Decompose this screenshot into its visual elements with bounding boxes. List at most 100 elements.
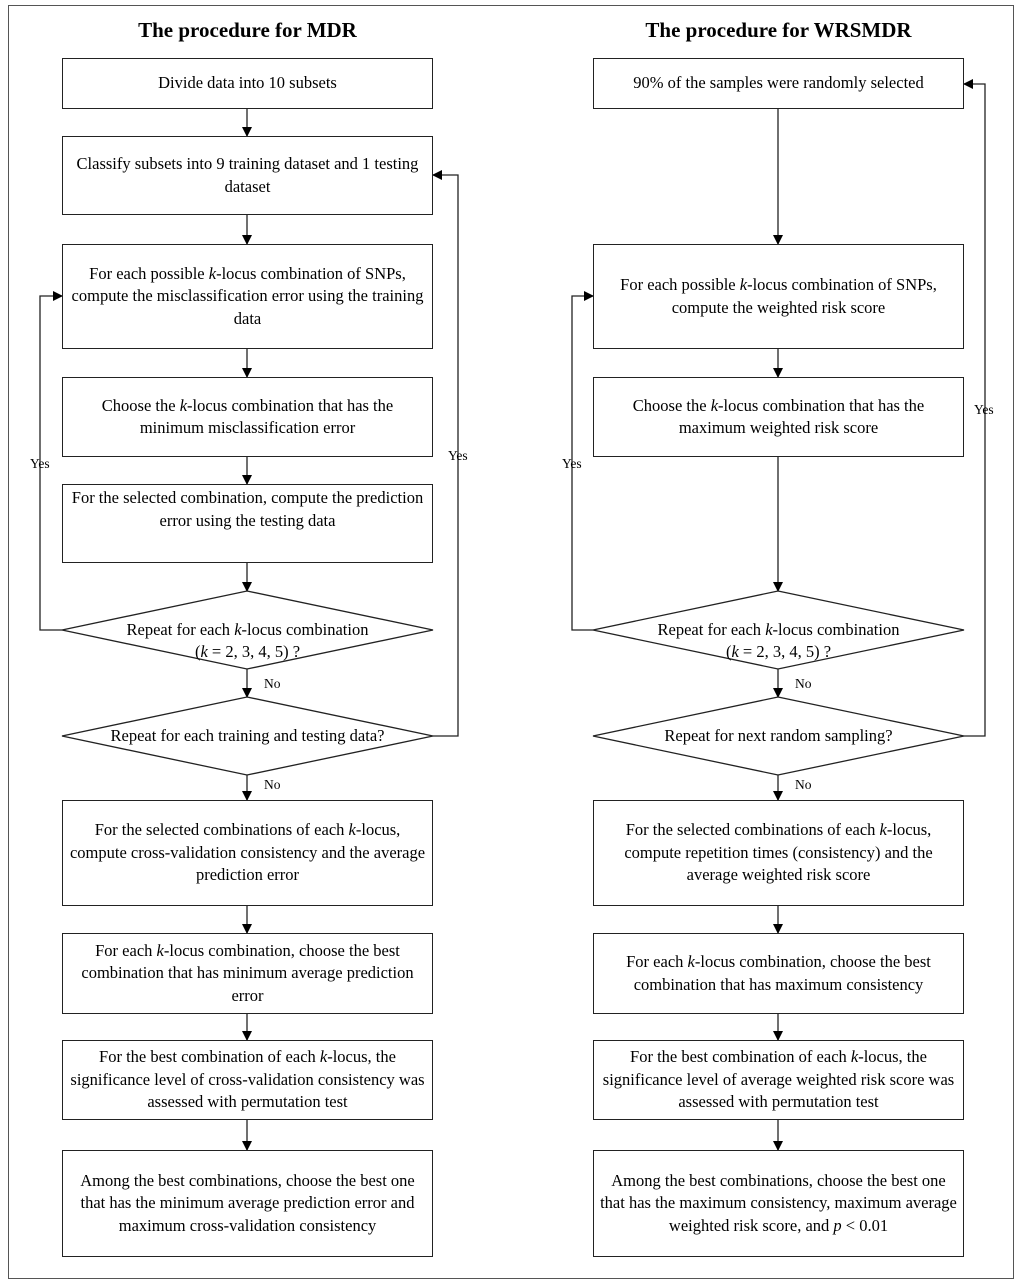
mdr-decision-1-part-d: = 2, 3, 4, 5) ? <box>207 642 301 661</box>
mdr-decision-1-k2: k <box>200 642 208 661</box>
figure-frame <box>8 5 1014 1279</box>
mdr-step-6-part-a: For the selected combinations of each <box>94 820 349 840</box>
mdr-step-3-part-b: -locus combination of SNPs, compute the … <box>71 263 424 328</box>
wrs-step-4-text: For the selected combinations of each k-… <box>600 819 957 887</box>
mdr-step-divide-data: Divide data into 10 subsets <box>62 58 433 109</box>
wrs-step-4-part-a: For the selected combinations of each <box>625 820 880 840</box>
mdr-step-choose-combination: Choose the k-locus combination that has … <box>62 377 433 457</box>
mdr-loop-inner <box>39 291 63 631</box>
wrs-decision-2-shape <box>592 696 965 776</box>
mdr-step-final-choice: Among the best combinations, choose the … <box>62 1150 433 1257</box>
mdr-step-5-text: For the selected combination, compute th… <box>71 488 424 530</box>
mdr-step-1-text: Divide data into 10 subsets <box>158 73 337 93</box>
wrs-step-5-text: For each k-locus combination, choose the… <box>600 951 957 996</box>
wrs-step-7-text: Among the best combinations, choose the … <box>600 1170 957 1238</box>
wrs-loop-outer <box>963 79 986 737</box>
mdr-step-4-k: k <box>179 395 188 415</box>
mdr-step-6-k: k <box>348 820 356 840</box>
wrs-decision-1-k: k <box>765 620 773 639</box>
mdr-step-9-text: Among the best combinations, choose the … <box>80 1170 415 1235</box>
wrs-step-4-k: k <box>879 820 887 840</box>
wrs-decision-1-part-c: ( <box>725 642 732 661</box>
mdr-yes-outer-label: Yes <box>448 448 468 463</box>
mdr-decision-1-part-c: ( <box>194 642 201 661</box>
wrs-step-2-k: k <box>739 275 748 294</box>
wrs-step-6-k: k <box>850 1047 859 1067</box>
mdr-step-8-k: k <box>319 1047 328 1067</box>
mdr-step-4-part-a: Choose the <box>101 395 180 415</box>
mdr-step-3-k: k <box>208 263 217 283</box>
mdr-yes-inner-label: Yes <box>30 456 50 471</box>
mdr-step-prediction-error: For the selected combination, compute th… <box>62 484 433 563</box>
wrs-step-6-text: For the best combination of each k-locus… <box>600 1046 957 1114</box>
wrs-yes-inner-label: Yes <box>562 456 582 471</box>
wrs-step-choose-best: For each k-locus combination, choose the… <box>593 933 964 1014</box>
wrs-step-7-p: p <box>833 1215 842 1235</box>
mdr-step-7-k: k <box>156 940 164 960</box>
wrs-decision-1-text: Repeat for each k-locus combination (k =… <box>631 619 926 663</box>
wrs-decision-2-text: Repeat for next random sampling? <box>664 726 893 745</box>
mdr-decision-2-text: Repeat for each training and testing dat… <box>110 726 385 745</box>
mdr-step-permutation-test: For the best combination of each k-locus… <box>62 1040 433 1120</box>
mdr-step-classify-subsets: Classify subsets into 9 training dataset… <box>62 136 433 215</box>
mdr-decision-1-part-b: -locus combination <box>241 620 369 639</box>
mdr-loop-outer <box>432 170 459 737</box>
wrs-step-weighted-risk-score: For each possible k-locus combination of… <box>593 244 964 349</box>
mdr-step-7-part-b: -locus combination, choose the best comb… <box>81 940 414 1005</box>
wrs-decision-1-k2: k <box>731 642 739 661</box>
wrs-step-repetition-times: For the selected combinations of each k-… <box>593 800 964 906</box>
mdr-title: The procedure for MDR <box>138 18 357 42</box>
wrs-no-label-2: No <box>795 777 812 792</box>
mdr-no-label-1: No <box>264 676 281 691</box>
mdr-step-7-part-a: For each <box>95 940 157 960</box>
mdr-step-cross-validation: For the selected combinations of each k-… <box>62 800 433 906</box>
wrs-step-5-part-b: -locus combination, choose the best comb… <box>633 952 931 994</box>
wrs-step-3-part-a: Choose the <box>632 395 711 415</box>
wrs-loop-inner <box>571 291 594 631</box>
mdr-step-3-text: For each possible k-locus combination of… <box>69 263 426 331</box>
wrs-step-6-part-b: -locus, the significance level of averag… <box>602 1047 955 1112</box>
mdr-step-8-text: For the best combination of each k-locus… <box>69 1046 426 1114</box>
wrs-step-random-selection: 90% of the samples were randomly selecte… <box>593 58 964 109</box>
wrs-step-3-k: k <box>710 395 719 415</box>
mdr-step-compute-misclassification: For each possible k-locus combination of… <box>62 244 433 349</box>
mdr-decision-2-shape <box>61 696 434 776</box>
wrs-step-4-part-b: -locus, compute repetition times (consis… <box>624 820 933 885</box>
wrs-step-choose-combination: Choose the k-locus combination that has … <box>593 377 964 457</box>
mdr-step-6-part-b: -locus, compute cross-validation consist… <box>69 820 426 885</box>
wrs-decision-1-part-b: -locus combination <box>772 620 900 639</box>
mdr-decision-1-text: Repeat for each k-locus combination (k =… <box>100 619 395 663</box>
mdr-step-4-part-b: -locus combination that has the minimum … <box>139 395 394 438</box>
wrs-no-label-1: No <box>795 676 812 691</box>
mdr-decision-1-part-a: Repeat for each <box>126 620 235 639</box>
mdr-step-8-part-a: For the best combination of each <box>99 1047 320 1067</box>
wrs-step-3-part-b: -locus combination that has the maximum … <box>678 395 925 438</box>
mdr-step-4-text: Choose the k-locus combination that has … <box>69 395 426 440</box>
mdr-step-choose-best: For each k-locus combination, choose the… <box>62 933 433 1014</box>
mdr-step-8-part-b: -locus, the significance level of cross-… <box>70 1047 425 1112</box>
wrs-decision-1-part-d: = 2, 3, 4, 5) ? <box>738 642 832 661</box>
wrsmdr-title: The procedure for WRSMDR <box>645 18 912 42</box>
wrs-step-7-part-a: Among the best combinations, choose the … <box>600 1170 957 1235</box>
wrs-step-5-part-a: For each <box>626 952 688 971</box>
wrs-step-final-choice: Among the best combinations, choose the … <box>593 1150 964 1257</box>
wrs-decision-1-shape <box>592 590 965 670</box>
mdr-step-2-text: Classify subsets into 9 training dataset… <box>76 154 419 196</box>
wrs-step-2-part-b: -locus combination of SNPs, compute the … <box>671 275 937 317</box>
wrs-yes-outer-label: Yes <box>974 402 994 417</box>
mdr-no-label-2: No <box>264 777 281 792</box>
mdr-step-7-text: For each k-locus combination, choose the… <box>69 940 426 1008</box>
wrs-decision-1-part-a: Repeat for each <box>657 620 766 639</box>
wrs-step-1-text: 90% of the samples were randomly selecte… <box>633 73 924 93</box>
wrs-step-3-text: Choose the k-locus combination that has … <box>600 395 957 440</box>
wrs-step-6-part-a: For the best combination of each <box>630 1047 851 1067</box>
mdr-step-3-part-a: For each possible <box>89 263 209 283</box>
wrs-step-permutation-test: For the best combination of each k-locus… <box>593 1040 964 1120</box>
mdr-decision-1-k: k <box>234 620 242 639</box>
wrs-step-7-part-b: < 0.01 <box>841 1215 889 1235</box>
wrs-step-2-text: For each possible k-locus combination of… <box>600 274 957 319</box>
mdr-decision-1-shape <box>61 590 434 670</box>
wrs-step-2-part-a: For each possible <box>620 275 740 294</box>
wrs-step-5-k: k <box>687 952 695 971</box>
